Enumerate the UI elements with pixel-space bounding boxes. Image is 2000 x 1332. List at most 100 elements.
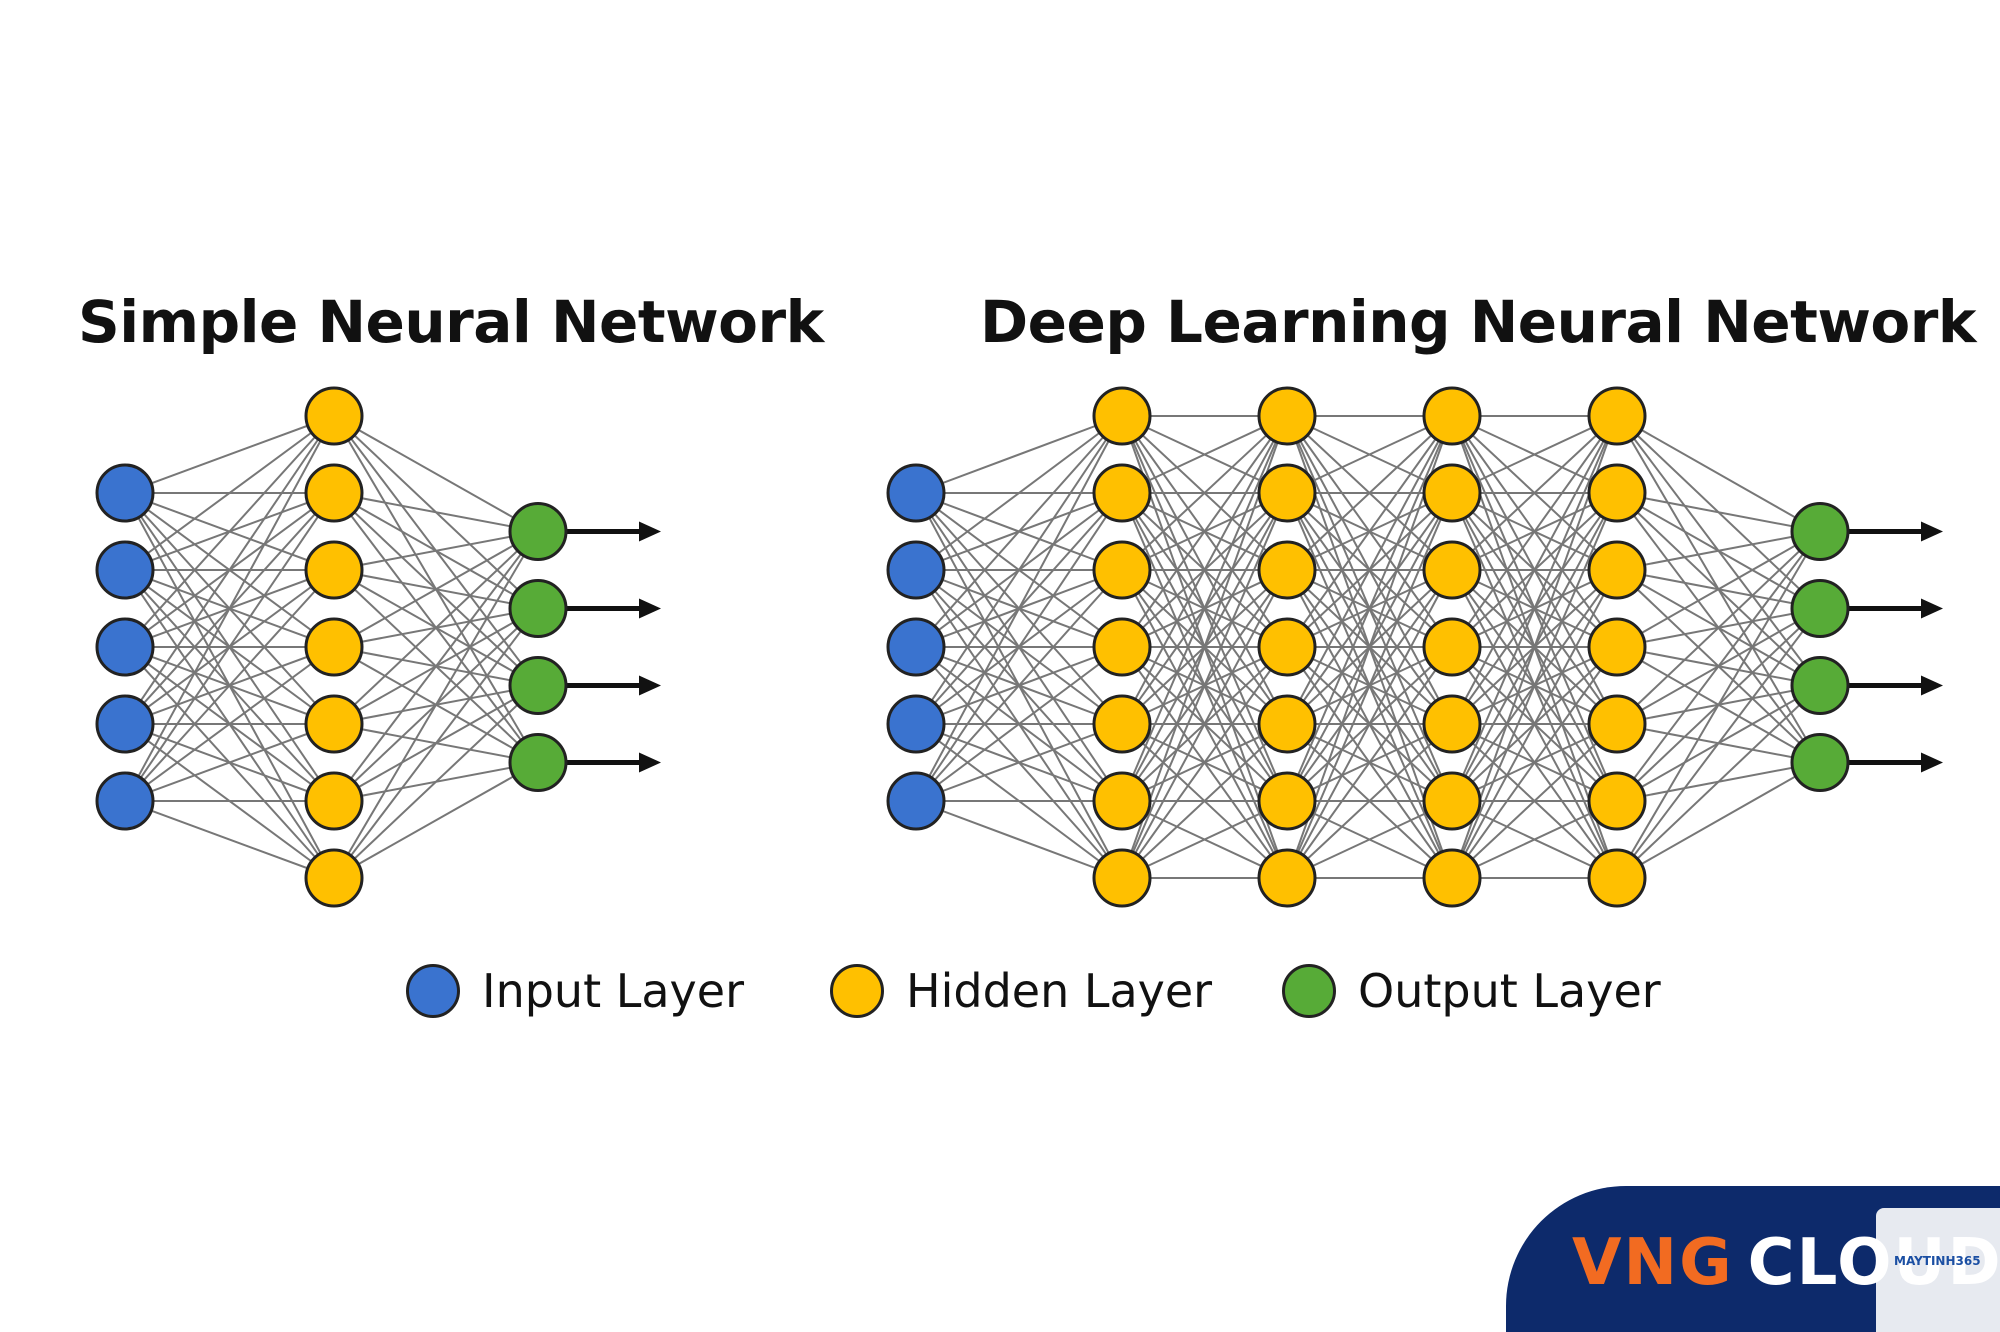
legend: Input Layer Hidden Layer Output Layer xyxy=(0,956,2000,1026)
hidden-node xyxy=(1587,540,1647,600)
hidden-node xyxy=(1257,617,1317,677)
connection-line xyxy=(1616,607,1821,879)
simple-nodes xyxy=(95,386,568,908)
input-node xyxy=(886,694,946,754)
input-node xyxy=(95,694,155,754)
connection-line xyxy=(124,723,335,802)
output-arrow-head xyxy=(1921,521,1943,542)
connection-line xyxy=(1616,761,1821,879)
hidden-node xyxy=(1587,694,1647,754)
input-layer-swatch xyxy=(406,964,460,1018)
hidden-node xyxy=(1257,694,1317,754)
connection-line xyxy=(333,530,539,725)
hidden-node xyxy=(1422,848,1482,908)
connection-line xyxy=(1451,646,1618,879)
connection-line xyxy=(1616,530,1821,571)
legend-label-hidden: Hidden Layer xyxy=(906,964,1213,1018)
connection-line xyxy=(1451,415,1618,494)
connection-line xyxy=(1286,492,1453,879)
connection-line xyxy=(1286,723,1453,879)
hidden-node xyxy=(1257,771,1317,831)
output-node xyxy=(1790,656,1850,715)
connection-line xyxy=(333,530,539,571)
connection-line xyxy=(1451,800,1618,879)
connection-line xyxy=(1451,723,1618,879)
connection-line xyxy=(915,800,1123,879)
hidden-node xyxy=(1422,540,1482,600)
hidden-node xyxy=(304,694,364,754)
output-arrow-head xyxy=(639,752,661,773)
simple-network-title: Simple Neural Network xyxy=(78,288,824,356)
legend-label-output: Output Layer xyxy=(1358,964,1661,1018)
connection-line xyxy=(1121,415,1288,648)
input-node xyxy=(95,463,155,523)
connection-line xyxy=(1616,684,1821,879)
connection-line xyxy=(1121,646,1288,879)
connection-line xyxy=(915,415,1123,494)
connection-line xyxy=(1451,569,1618,879)
connection-line xyxy=(1286,569,1453,879)
connection-line xyxy=(1121,800,1288,879)
connection-line xyxy=(124,415,335,648)
connection-line xyxy=(1121,723,1288,879)
connection-line xyxy=(1121,415,1288,802)
connection-line xyxy=(1616,415,1821,533)
input-node xyxy=(886,463,946,523)
connection-line xyxy=(1286,800,1453,879)
legend-label-input: Input Layer xyxy=(482,964,744,1018)
simple-edges xyxy=(124,415,539,879)
connection-line xyxy=(1616,530,1821,725)
connection-line xyxy=(915,415,1123,725)
hidden-node xyxy=(1257,848,1317,908)
hidden-node xyxy=(1092,771,1152,831)
connection-line xyxy=(1121,415,1288,571)
output-node xyxy=(508,502,568,561)
output-arrow-head xyxy=(1921,675,1943,696)
watermark: MAYTINH365 xyxy=(1876,1208,2000,1332)
output-node xyxy=(1790,733,1850,792)
connection-line xyxy=(915,415,1123,648)
connection-line xyxy=(1121,492,1288,879)
hidden-layer-swatch xyxy=(830,964,884,1018)
connection-line xyxy=(124,415,335,494)
hidden-node xyxy=(1092,848,1152,908)
hidden-node xyxy=(1092,540,1152,600)
deep-network-title: Deep Learning Neural Network xyxy=(980,288,1976,356)
connection-line xyxy=(1286,415,1453,725)
hidden-node xyxy=(1422,771,1482,831)
connection-line xyxy=(1451,492,1618,879)
hidden-node xyxy=(1422,694,1482,754)
output-node xyxy=(508,733,568,792)
hidden-node xyxy=(304,848,364,908)
output-node xyxy=(508,656,568,715)
hidden-node xyxy=(1092,694,1152,754)
connection-line xyxy=(915,415,1123,571)
connection-line xyxy=(915,492,1123,802)
connection-line xyxy=(915,569,1123,802)
hidden-node xyxy=(1587,386,1647,446)
connection-line xyxy=(124,415,335,571)
connection-line xyxy=(124,569,335,802)
connection-line xyxy=(1121,415,1288,494)
connection-line xyxy=(1616,530,1821,879)
input-node xyxy=(886,617,946,677)
legend-item-input: Input Layer xyxy=(406,956,744,1026)
hidden-node xyxy=(1092,386,1152,446)
connection-line xyxy=(1121,415,1288,725)
connection-line xyxy=(124,800,335,879)
connection-line xyxy=(1616,492,1821,533)
output-arrow-head xyxy=(1921,752,1943,773)
output-arrow-head xyxy=(639,521,661,542)
hidden-node xyxy=(1587,617,1647,677)
connection-line xyxy=(1286,415,1453,571)
hidden-node xyxy=(1587,848,1647,908)
connection-line xyxy=(333,761,539,879)
deep-edges xyxy=(915,415,1821,879)
deep-output-arrows xyxy=(1848,521,1943,773)
hidden-node xyxy=(1092,617,1152,677)
output-arrow-head xyxy=(639,675,661,696)
connection-line xyxy=(915,646,1123,802)
legend-item-output: Output Layer xyxy=(1282,956,1661,1026)
input-node xyxy=(95,540,155,600)
